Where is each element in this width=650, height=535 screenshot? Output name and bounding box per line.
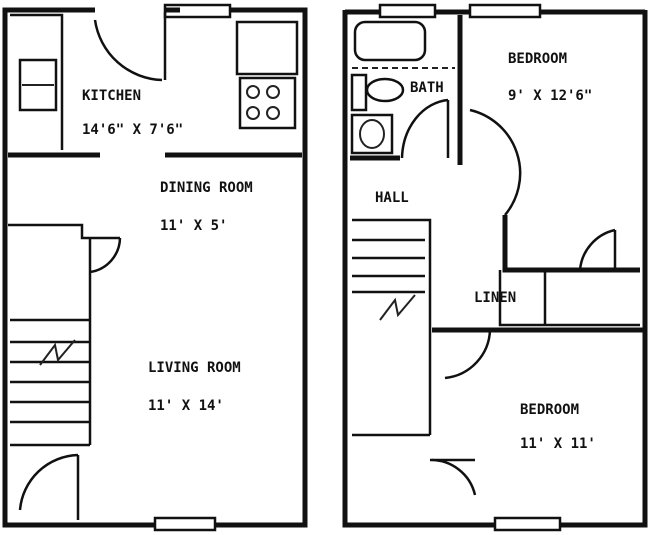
bath-door	[400, 98, 450, 159]
kitchen-door	[93, 12, 167, 82]
kitchen-label: KITCHEN	[82, 88, 141, 104]
bedroom-door	[469, 108, 522, 216]
bedroom-2-size: 11' X 11'	[520, 436, 596, 452]
linen-label: LINEN	[474, 290, 516, 306]
staircase	[10, 318, 90, 447]
exterior-walls	[2, 7, 308, 528]
window	[163, 3, 232, 19]
upper-floor: BATH BEDROOM 9' X 12'6" HALL LINEN BEDRO…	[342, 3, 648, 532]
sink-icon	[350, 113, 394, 155]
closets	[498, 270, 640, 327]
refrigerator-icon	[235, 20, 299, 76]
bathtub-icon	[353, 20, 427, 62]
bedroom-1-label: BEDROOM	[508, 51, 567, 67]
bedroom-wall	[502, 215, 640, 273]
bedroom-2-label: BEDROOM	[520, 402, 579, 418]
living-room-size: 11' X 14'	[148, 398, 224, 414]
stove-icon	[238, 76, 297, 130]
kitchen-size: 14'6" X 7'6"	[82, 122, 183, 138]
closet-door	[578, 228, 617, 271]
staircase	[352, 238, 425, 321]
bath-label: BATH	[410, 80, 444, 96]
window	[493, 516, 562, 532]
exterior-walls	[342, 10, 648, 528]
closet-door	[429, 458, 477, 496]
dining-room-label: DINING ROOM	[160, 180, 253, 196]
front-door	[18, 453, 80, 520]
stair-well	[352, 218, 432, 437]
pantry-counter	[10, 13, 64, 150]
bedroom-2-door	[444, 329, 492, 380]
ground-floor: KITCHEN 14'6" X 7'6" DINING ROOM 11' X 5…	[2, 3, 308, 532]
dining-room-size: 11' X 5'	[160, 218, 227, 234]
living-room-label: LIVING ROOM	[148, 360, 241, 376]
toilet-icon	[350, 73, 405, 112]
hall-label: HALL	[375, 190, 409, 206]
window	[468, 3, 542, 19]
window	[153, 516, 217, 532]
window	[378, 3, 437, 19]
bath-walls	[350, 15, 463, 165]
sink-icon	[18, 58, 58, 112]
bedroom-1-size: 9' X 12'6"	[508, 88, 592, 104]
closet	[8, 223, 122, 274]
